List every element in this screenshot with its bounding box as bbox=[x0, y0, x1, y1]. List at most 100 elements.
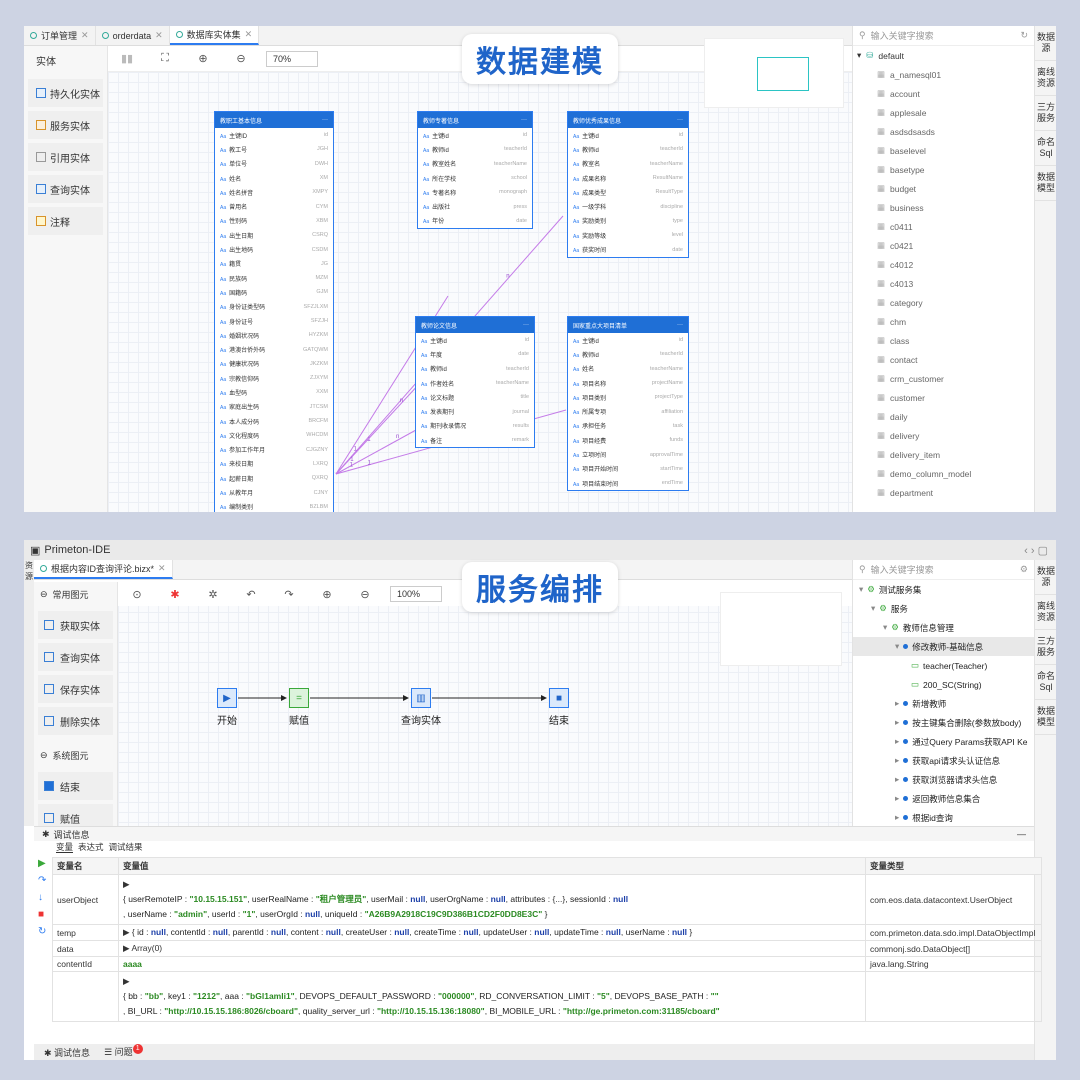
tree-table-item[interactable]: ▦customer bbox=[853, 388, 1034, 407]
relation-line[interactable] bbox=[335, 381, 422, 475]
tree-table-item[interactable]: ▦demo_column_model bbox=[853, 464, 1034, 483]
expand-icon[interactable]: ▸ bbox=[895, 793, 900, 803]
service-tree-item[interactable]: ▸根据id查询 bbox=[853, 808, 1034, 827]
side-tab[interactable]: 命名Sql bbox=[1035, 665, 1056, 700]
minimap[interactable] bbox=[704, 38, 844, 108]
tree-table-item[interactable]: ▦budget bbox=[853, 179, 1034, 198]
bar-chart-icon[interactable]: ▮▮ bbox=[120, 53, 134, 65]
entity-header[interactable]: 教师优秀成果信息··· bbox=[568, 112, 688, 128]
end-node[interactable]: ■ bbox=[549, 688, 569, 708]
expand-icon[interactable]: ▾ bbox=[883, 622, 888, 632]
tree-table-item[interactable]: ▦asdsdsasds bbox=[853, 122, 1034, 141]
expand-icon[interactable]: ▸ bbox=[895, 774, 900, 784]
entity-header[interactable]: 教师论文信息··· bbox=[416, 317, 534, 333]
service-tree-item[interactable]: ▸通过Query Params获取API Ke bbox=[853, 732, 1034, 751]
expand-icon[interactable]: ▾ bbox=[859, 584, 864, 594]
expand-icon[interactable]: ▸ bbox=[895, 736, 900, 746]
search-bar[interactable]: ⚲输入关键字搜索↻ bbox=[853, 26, 1034, 46]
more-icon[interactable]: ··· bbox=[322, 117, 328, 123]
service-tree-item[interactable]: ▸获取api请求头认证信息 bbox=[853, 751, 1034, 770]
tab-db-entity-set[interactable]: 数据库实体集✕ bbox=[169, 26, 260, 45]
step-into-icon[interactable]: ↓ bbox=[38, 892, 43, 903]
tab-debug-info[interactable]: ✱ 调试信息 bbox=[44, 1047, 91, 1058]
group-common[interactable]: ⊖常用图元 bbox=[34, 582, 117, 607]
tab-order-mgmt[interactable]: 订单管理✕ bbox=[24, 26, 96, 45]
tree-table-item[interactable]: ▦c0411 bbox=[853, 217, 1034, 236]
close-icon[interactable]: ✕ bbox=[155, 30, 163, 40]
tree-table-item[interactable]: ▦a_namesql01 bbox=[853, 65, 1034, 84]
service-tree-item[interactable]: ▭200_SC(String) bbox=[853, 675, 1034, 694]
service-tree-item[interactable]: ▸按主键集合删除(参数放body) bbox=[853, 713, 1034, 732]
collapse-icon[interactable]: ⊖ bbox=[40, 750, 48, 760]
search-input[interactable]: 输入关键字搜索 bbox=[870, 565, 934, 575]
tab-debug-results[interactable]: 调试结果 bbox=[108, 842, 143, 852]
assign-node[interactable]: = bbox=[289, 688, 309, 708]
run-icon[interactable]: ⊙ bbox=[132, 588, 142, 601]
zoom-in-icon[interactable]: ⊕ bbox=[322, 588, 332, 601]
search-bar[interactable]: ⚲输入关键字搜索⚙ bbox=[853, 560, 1034, 580]
side-tab[interactable]: 三方服务 bbox=[1035, 96, 1056, 131]
zoom-level[interactable]: 70% bbox=[266, 50, 318, 67]
tree-table-item[interactable]: ▦baselevel bbox=[853, 141, 1034, 160]
minimap-viewport[interactable] bbox=[757, 57, 809, 91]
stop-icon[interactable]: ■ bbox=[38, 909, 45, 920]
service-tree-item[interactable]: ▾⚙测试服务集 bbox=[853, 580, 1034, 599]
more-icon[interactable]: ··· bbox=[677, 322, 683, 328]
table-row[interactable]: ▶{ bb : "bb", key1 : "1212", aaa : "bGl1… bbox=[52, 971, 1042, 1022]
settings-icon[interactable]: ⚙ bbox=[1019, 564, 1028, 574]
table-row[interactable]: contentId aaaa java.lang.String bbox=[52, 956, 1042, 972]
tab-expressions[interactable]: 表达式 bbox=[78, 842, 104, 852]
minimize-icon[interactable]: — bbox=[1017, 829, 1026, 839]
zoom-out-icon[interactable]: ⊖ bbox=[360, 588, 370, 601]
side-tab[interactable]: 数据源 bbox=[1035, 26, 1056, 61]
zoom-in-icon[interactable]: ⊕ bbox=[198, 53, 208, 65]
close-icon[interactable]: ✕ bbox=[244, 29, 253, 39]
zoom-level[interactable]: 100% bbox=[390, 586, 442, 602]
tree-table-item[interactable]: ▦c4013 bbox=[853, 274, 1034, 293]
tree-table-item[interactable]: ▦class bbox=[853, 331, 1034, 350]
expand-icon[interactable]: ▸ bbox=[895, 755, 900, 765]
query-entity-node[interactable]: ▥ bbox=[411, 688, 431, 708]
palette-reference-entity[interactable]: 引用实体 bbox=[28, 143, 103, 171]
palette-delete-entity[interactable]: 删除实体 bbox=[38, 707, 113, 735]
resource-side-label[interactable]: 资源 bbox=[24, 560, 34, 826]
table-row[interactable]: temp ▶ { id : null, contentId : null, pa… bbox=[52, 924, 1042, 941]
tree-table-item[interactable]: ▦business bbox=[853, 198, 1034, 217]
palette-query-entity[interactable]: 查询实体 bbox=[38, 643, 113, 671]
